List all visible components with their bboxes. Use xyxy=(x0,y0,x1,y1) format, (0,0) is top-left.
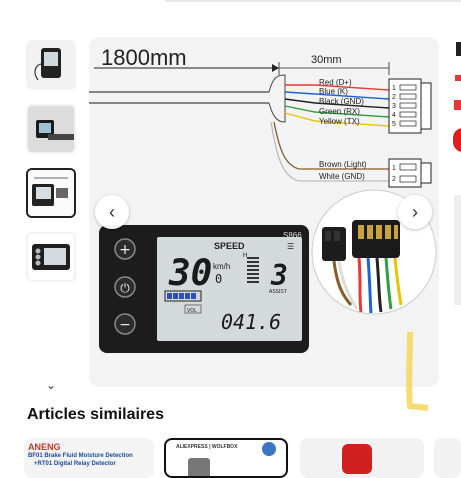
h-label: H xyxy=(243,253,247,259)
similar-item-card-1[interactable]: ANENG BF01 Brake Fluid Moisture Detectio… xyxy=(24,438,154,478)
lcd-display-unit: + ⏻ − S866 SPEED ☰ 30 km/h 0 H 3 ASS xyxy=(99,225,309,353)
battery-indicator xyxy=(164,290,202,302)
similar-item-card-2[interactable]: ALIEXPRESS | WOLFBOX xyxy=(164,438,288,478)
vol-label: VOL xyxy=(187,308,197,314)
plus-icon: + xyxy=(119,242,131,258)
prev-image-button[interactable]: ‹ xyxy=(95,195,129,229)
card1-line2: +RT01 Digital Relay Detector xyxy=(34,461,116,467)
dimension-long-label: 1800mm xyxy=(101,45,187,70)
main-wire-group xyxy=(284,84,390,127)
wire-label-4: Green (RX) xyxy=(319,107,360,116)
card1-line1: BF01 Brake Fluid Moisture Detection xyxy=(28,453,133,459)
search-bar-edge xyxy=(165,0,461,2)
right-panel-edge xyxy=(450,30,461,390)
chevron-down-icon[interactable]: ⌄ xyxy=(46,378,57,392)
wire-label-2: Blue (K) xyxy=(319,87,348,96)
top-bar xyxy=(0,0,461,10)
speed-label: SPEED xyxy=(214,241,245,251)
thumbnail-3-selected[interactable] xyxy=(26,168,76,218)
minus-icon: − xyxy=(119,317,131,333)
assist-label: ASSIST xyxy=(269,289,287,295)
dimension-short-label: 30mm xyxy=(311,54,342,66)
wire-label-3: Black (GND) xyxy=(319,97,364,106)
display-model: S866 xyxy=(283,231,302,240)
pin-5: 5 xyxy=(392,121,396,128)
pin-3: 3 xyxy=(392,103,396,110)
headlight-icon: ☰ xyxy=(287,242,294,251)
power-icon: ⏻ xyxy=(120,281,130,295)
wire-label-brown: Brown (Light) xyxy=(319,160,367,169)
pin-1: 1 xyxy=(392,85,396,92)
card2-brand: ALIEXPRESS | WOLFBOX xyxy=(176,444,238,450)
speed-unit: km/h xyxy=(213,262,230,271)
next-image-button[interactable]: › xyxy=(398,195,432,229)
thumbnail-2[interactable] xyxy=(26,104,76,154)
wire-label-white: White (GND) xyxy=(319,172,365,181)
similar-item-card-4[interactable] xyxy=(434,438,461,478)
similar-item-card-3[interactable] xyxy=(300,438,424,478)
thumbnail-strip xyxy=(26,40,78,296)
connector-5pin: 1 2 3 4 5 xyxy=(388,78,432,134)
wire-label-5: Yellow (TX) xyxy=(319,117,360,126)
odometer-value: 041.6 xyxy=(221,310,281,334)
pin-b2: 2 xyxy=(392,176,396,183)
main-product-image: 1800mm 30mm Red (D+) Blue (K) Black (GND… xyxy=(89,37,439,387)
speed-sub: 0 xyxy=(215,272,222,286)
pin-4: 4 xyxy=(392,112,396,119)
assist-value: 3 xyxy=(270,259,288,292)
wire-label-1: Red (D+) xyxy=(319,78,352,87)
pin-2: 2 xyxy=(392,94,396,101)
similar-items-row: ANENG BF01 Brake Fluid Moisture Detectio… xyxy=(24,438,461,478)
section-title: Articles similaires xyxy=(27,406,164,423)
thumbnail-1[interactable] xyxy=(26,40,76,90)
connector-2pin: 1 2 xyxy=(388,158,432,188)
speed-value: 30 xyxy=(168,253,212,294)
device-icon xyxy=(188,458,210,476)
thumbnail-4[interactable] xyxy=(26,232,76,282)
card1-brand: ANENG xyxy=(28,442,61,452)
pin-b1: 1 xyxy=(392,165,396,172)
red-tool-image xyxy=(342,444,372,474)
certification-badge-icon xyxy=(262,442,276,456)
highlight-mark xyxy=(406,331,429,411)
